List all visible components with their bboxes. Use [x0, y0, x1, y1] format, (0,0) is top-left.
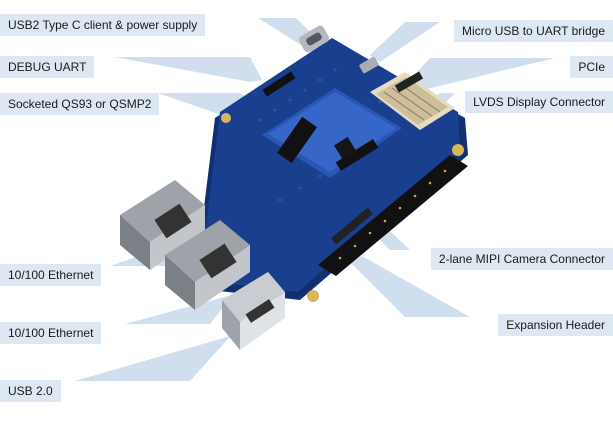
expansion-header [318, 155, 468, 276]
label-pcie: PCIe [570, 56, 613, 78]
label-usb-2: USB 2.0 [0, 380, 61, 402]
label-expansion-header: Expansion Header [498, 314, 613, 336]
ethernet-jack-1 [120, 180, 205, 270]
pcie-connector [394, 71, 424, 93]
label-socketed-som: Socketed QS93 or QSMP2 [0, 93, 160, 115]
usb-c-connector [298, 25, 330, 53]
micro-usb-connector [359, 56, 379, 74]
label-mipi-camera: 2-lane MIPI Camera Connector [430, 248, 613, 270]
label-usb-type-c: USB2 Type C client & power supply [0, 14, 206, 36]
usb-a-connector [222, 272, 285, 350]
label-ethernet-2: 10/100 Ethernet [0, 322, 102, 344]
som-module [262, 88, 402, 178]
mipi-camera-connector [331, 207, 373, 245]
label-debug-uart: DEBUG UART [0, 56, 95, 78]
ethernet-jack-2 [165, 220, 250, 310]
label-ethernet-1: 10/100 Ethernet [0, 264, 102, 286]
mounting-holes [221, 113, 464, 302]
label-lvds: LVDS Display Connector [465, 91, 613, 113]
debug-uart-header [262, 71, 296, 97]
label-micro-usb-uart: Micro USB to UART bridge [454, 20, 613, 42]
lvds-connector [370, 72, 455, 130]
